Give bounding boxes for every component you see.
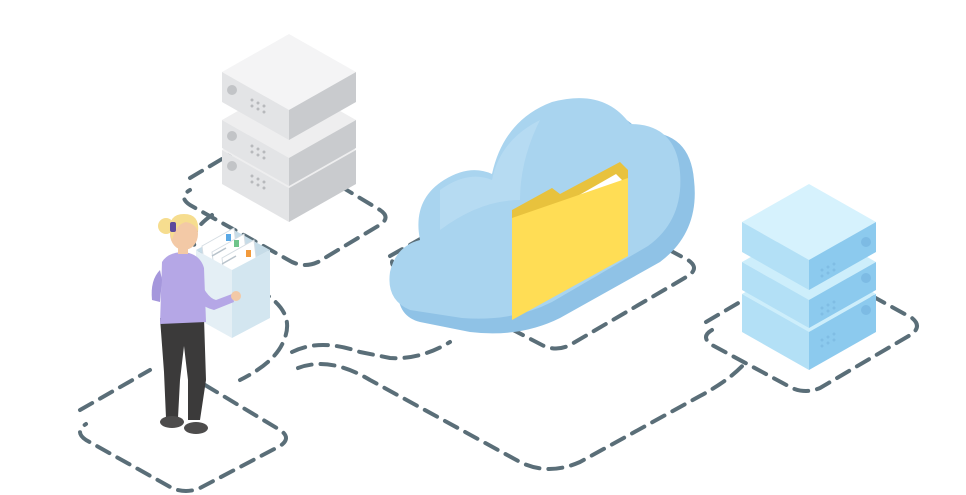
folder-front [512, 178, 628, 320]
person-platform [78, 368, 288, 493]
cloud-highlight [440, 120, 540, 230]
blue-server-platform [704, 294, 919, 393]
person-legs [160, 318, 206, 420]
person-arm-back [151, 270, 162, 302]
person-shirt [160, 252, 206, 324]
link-person-to-cloud [290, 340, 452, 361]
person-shoe-right [184, 422, 208, 434]
person-shoe-left [160, 416, 184, 428]
blue-server-stack-icon [742, 184, 876, 370]
folder-icon [512, 162, 628, 320]
person-arm-front [188, 272, 234, 310]
gray-server-platform [182, 138, 388, 267]
person-hand [231, 291, 241, 301]
gray-server-stack-icon [222, 34, 356, 222]
file-box [196, 227, 270, 338]
link-person-to-blue-server [296, 360, 748, 471]
person-hair-tie [170, 222, 176, 232]
person-hair [169, 214, 199, 240]
gray-server-unit-top [222, 34, 356, 140]
person-with-file-box-icon [151, 214, 270, 434]
blue-server-unit-top [742, 184, 876, 290]
